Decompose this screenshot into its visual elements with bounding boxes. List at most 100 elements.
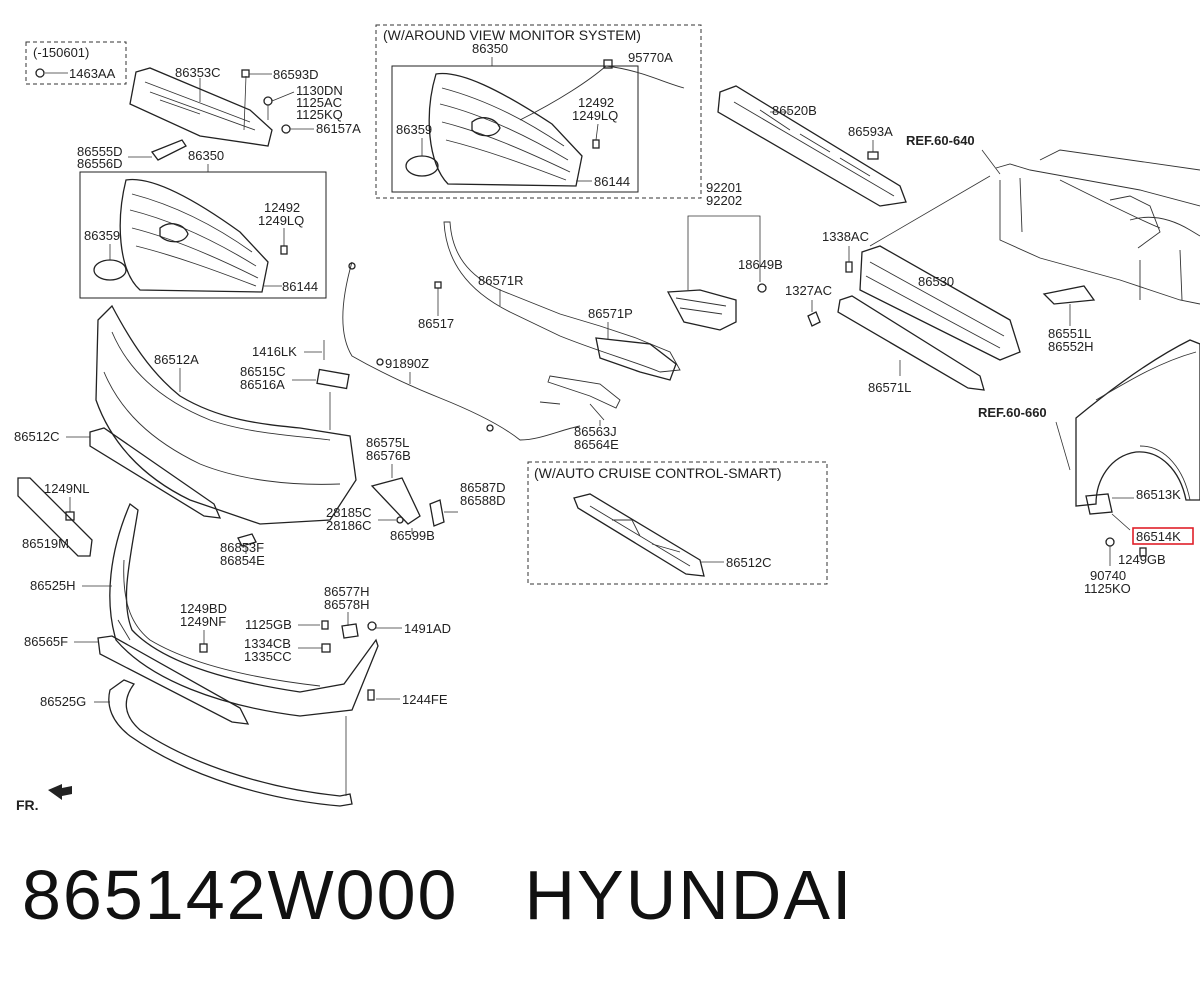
part-label-86144-a[interactable]: 86144 bbox=[282, 279, 318, 294]
ref-60-660[interactable]: REF.60-660 bbox=[978, 405, 1047, 420]
part-label-86555D[interactable]: 86555D bbox=[77, 144, 123, 159]
drl-lamp-86571P[interactable] bbox=[595, 337, 677, 381]
part-label-86144-b[interactable]: 86144 bbox=[594, 174, 630, 189]
part-label-1335CC[interactable]: 1335CC bbox=[244, 649, 292, 664]
part-label-86575L[interactable]: 86575L bbox=[366, 435, 409, 450]
part-label-86556D[interactable]: 86556D bbox=[77, 156, 123, 171]
grille-upper-cover[interactable] bbox=[129, 67, 273, 147]
part-label-86565F[interactable]: 86565F bbox=[24, 634, 68, 649]
part-label-28186C[interactable]: 28186C bbox=[326, 518, 372, 533]
part-label-1491AD[interactable]: 1491AD bbox=[404, 621, 451, 636]
part-label-1327AC[interactable]: 1327AC bbox=[785, 283, 832, 298]
part-label-86853F[interactable]: 86853F bbox=[220, 540, 264, 555]
part-label-86512C-b[interactable]: 86512C bbox=[726, 555, 772, 570]
clip-86853F[interactable] bbox=[237, 533, 257, 547]
part-label-1249NL[interactable]: 1249NL bbox=[44, 481, 90, 496]
part-label-1249BD[interactable]: 1249BD bbox=[180, 601, 227, 616]
part-label-1130DN[interactable]: 1130DN bbox=[296, 83, 343, 98]
part-label-12492-a[interactable]: 12492 bbox=[264, 200, 300, 215]
part-label-92201[interactable]: 92201 bbox=[706, 180, 742, 195]
part-label-1249LQ-a[interactable]: 1249LQ bbox=[258, 213, 304, 228]
radiator-grille[interactable] bbox=[119, 178, 269, 293]
part-label-28185C[interactable]: 28185C bbox=[326, 505, 372, 520]
part-label-91890Z[interactable]: 91890Z bbox=[385, 356, 429, 371]
part-label-86563J[interactable]: 86563J bbox=[574, 424, 617, 439]
bumper-upper-trim[interactable] bbox=[443, 221, 681, 373]
part-label-86519M[interactable]: 86519M bbox=[22, 536, 69, 551]
radiator-grille-camera[interactable] bbox=[428, 72, 583, 187]
lower-stiffener[interactable] bbox=[837, 295, 985, 391]
part-label-12492-b[interactable]: 12492 bbox=[578, 95, 614, 110]
front-bumper-beam[interactable] bbox=[859, 245, 1021, 361]
clip-86587D[interactable] bbox=[429, 499, 445, 527]
bumper-side-bracket[interactable] bbox=[370, 477, 421, 525]
part-label-86571P[interactable]: 86571P bbox=[588, 306, 633, 321]
part-label-86516A[interactable]: 86516A bbox=[240, 377, 285, 392]
part-label-86587D[interactable]: 86587D bbox=[460, 480, 506, 495]
part-label-86512C-a[interactable]: 86512C bbox=[14, 429, 60, 444]
part-label-18649B[interactable]: 18649B bbox=[738, 257, 783, 272]
part-label-1416LK[interactable]: 1416LK bbox=[252, 344, 297, 359]
part-label-86599B[interactable]: 86599B bbox=[390, 528, 435, 543]
part-label-86525G[interactable]: 86525G bbox=[40, 694, 86, 709]
bumper-skid-plate[interactable] bbox=[108, 679, 353, 807]
part-label-86576B[interactable]: 86576B bbox=[366, 448, 411, 463]
tow-hook-cap[interactable] bbox=[316, 368, 350, 390]
fog-garnish[interactable] bbox=[547, 375, 621, 409]
part-label-1125KQ[interactable]: 1125KQ bbox=[296, 107, 343, 122]
lower-grille[interactable] bbox=[89, 427, 222, 519]
part-label-86515C[interactable]: 86515C bbox=[240, 364, 286, 379]
part-label-86517[interactable]: 86517 bbox=[418, 316, 454, 331]
bumper-energy-absorber[interactable] bbox=[717, 85, 907, 207]
part-label-86552H[interactable]: 86552H bbox=[1048, 339, 1094, 354]
front-fender[interactable] bbox=[1075, 339, 1200, 507]
part-label-1125GB[interactable]: 1125GB bbox=[245, 617, 292, 632]
fog-lamp-assembly[interactable] bbox=[666, 289, 737, 331]
part-label-1244FE[interactable]: 1244FE bbox=[402, 692, 448, 707]
part-label-86551L[interactable]: 86551L bbox=[1048, 326, 1091, 341]
part-label-86588D[interactable]: 86588D bbox=[460, 493, 506, 508]
part-label-86571L[interactable]: 86571L bbox=[868, 380, 911, 395]
part-label-86512A[interactable]: 86512A bbox=[154, 352, 199, 367]
part-label-86525H[interactable]: 86525H bbox=[30, 578, 76, 593]
part-label-86157A[interactable]: 86157A bbox=[316, 121, 361, 136]
parking-sensor-wiring[interactable] bbox=[342, 261, 581, 441]
part-label-1249LQ-b[interactable]: 1249LQ bbox=[572, 108, 618, 123]
part-label-1338AC[interactable]: 1338AC bbox=[822, 229, 869, 244]
lower-lip-spoiler[interactable] bbox=[97, 635, 250, 725]
part-label-1334CB[interactable]: 1334CB bbox=[244, 636, 291, 651]
part-label-86514K[interactable]: 86514K bbox=[1136, 529, 1181, 544]
lower-grille-radar[interactable] bbox=[573, 493, 705, 577]
part-label-1463AA[interactable]: 1463AA bbox=[69, 66, 116, 81]
side-bracket[interactable] bbox=[1042, 285, 1096, 305]
part-label-86359-b[interactable]: 86359 bbox=[396, 122, 432, 137]
part-label-95770A[interactable]: 95770A bbox=[628, 50, 673, 65]
part-label-86593D[interactable]: 86593D bbox=[273, 67, 319, 82]
part-label-86513K[interactable]: 86513K bbox=[1136, 487, 1181, 502]
part-label-1125AC[interactable]: 1125AC bbox=[296, 95, 342, 110]
part-label-86350-a[interactable]: 86350 bbox=[188, 148, 224, 163]
part-label-86530[interactable]: 86530 bbox=[918, 274, 954, 289]
ref-60-640[interactable]: REF.60-640 bbox=[906, 133, 975, 148]
front-bumper-cover[interactable] bbox=[95, 304, 357, 525]
part-label-1249NF[interactable]: 1249NF bbox=[180, 614, 226, 629]
part-label-1125KO[interactable]: 1125KO bbox=[1084, 581, 1131, 596]
bumper-side-bracket-right[interactable] bbox=[1085, 493, 1113, 515]
license-plate-bracket[interactable] bbox=[17, 477, 93, 557]
part-label-86359-a[interactable]: 86359 bbox=[84, 228, 120, 243]
part-label-92202[interactable]: 92202 bbox=[706, 193, 742, 208]
part-label-86578H[interactable]: 86578H bbox=[324, 597, 370, 612]
part-label-86350-b[interactable]: 86350 bbox=[472, 41, 508, 56]
part-label-86520B[interactable]: 86520B bbox=[772, 103, 817, 118]
front-bumper-lower[interactable] bbox=[109, 502, 379, 717]
part-label-86854E[interactable]: 86854E bbox=[220, 553, 265, 568]
part-label-86564E[interactable]: 86564E bbox=[574, 437, 619, 452]
part-label-86577H[interactable]: 86577H bbox=[324, 584, 370, 599]
bracket-86577H[interactable] bbox=[341, 623, 359, 639]
bracket-86555D[interactable] bbox=[150, 139, 187, 161]
part-label-86571R[interactable]: 86571R bbox=[478, 273, 524, 288]
part-label-1249GB[interactable]: 1249GB bbox=[1118, 552, 1166, 567]
part-label-86593A[interactable]: 86593A bbox=[848, 124, 893, 139]
part-label-86353C[interactable]: 86353C bbox=[175, 65, 221, 80]
part-label-90740[interactable]: 90740 bbox=[1090, 568, 1126, 583]
